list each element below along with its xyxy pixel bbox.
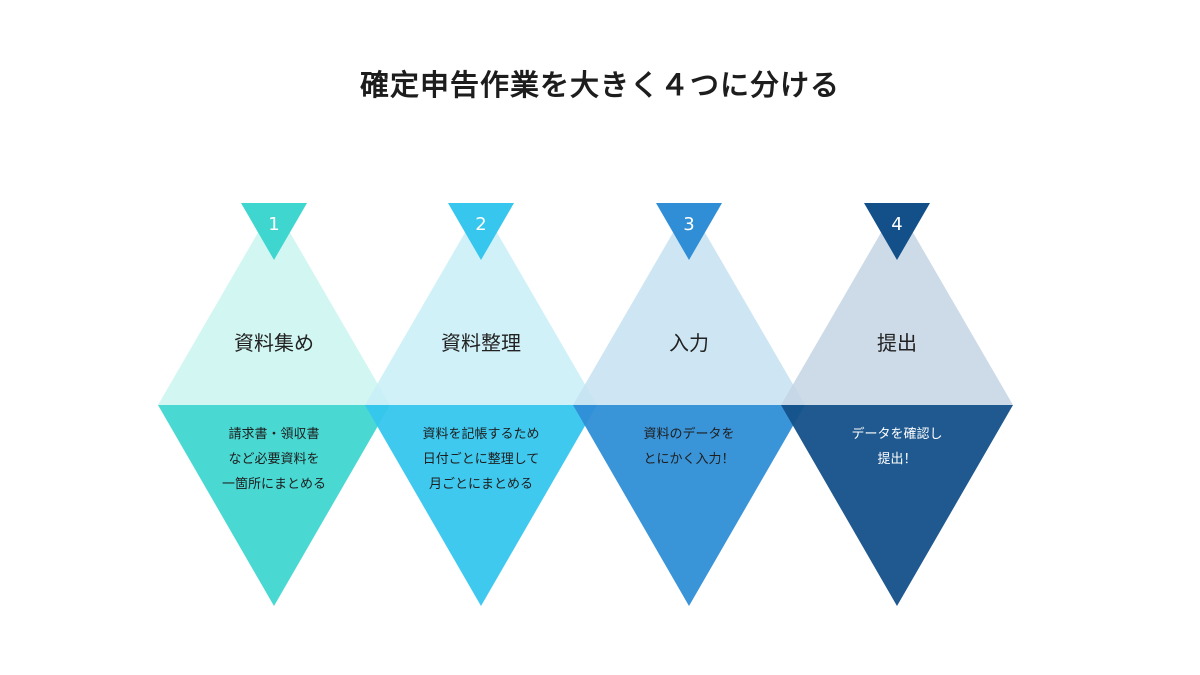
page-title: 確定申告作業を大きく４つに分ける [359, 68, 840, 102]
step-1-description-line: 一箇所にまとめる [222, 476, 326, 492]
step-4-description-line: 提出！ [877, 451, 916, 467]
step-2-upper-triangle [365, 205, 597, 405]
step-2-lower-triangle [365, 405, 597, 606]
step-4-upper-triangle [781, 205, 1013, 405]
step-3-description-line: とにかく入力！ [643, 452, 734, 467]
step-1-lower-triangle [158, 405, 390, 606]
step-4-title: 提出 [877, 331, 917, 355]
step-1-description-line: など必要資料を [228, 452, 319, 467]
step-2-title: 資料整理 [441, 331, 521, 355]
step-3-number: 3 [683, 214, 694, 235]
step-1-upper-triangle [158, 205, 390, 405]
step-1-title: 資料集め [234, 331, 314, 355]
step-1-number-marker [241, 203, 307, 260]
step-4-lower-triangle [781, 405, 1013, 606]
step-2-description-line: 日付ごとに整理して [423, 451, 540, 467]
step-4-number: 4 [891, 214, 902, 235]
step-3-description-line: 資料のデータを [643, 426, 734, 442]
step-2-description-line: 月ごとにまとめる [429, 476, 533, 492]
step-3-number-marker [656, 203, 722, 260]
step-2-number: 2 [475, 214, 486, 235]
step-3-title: 入力 [669, 331, 709, 355]
step-4-number-marker [864, 203, 930, 260]
step-3-lower-triangle [573, 405, 805, 606]
step-1-description-line: 請求書・領収書 [228, 426, 319, 442]
step-3-upper-triangle [573, 205, 805, 405]
step-1-number: 1 [268, 214, 279, 235]
step-4-description-line: データを確認し [851, 426, 942, 442]
step-2-description-line: 資料を記帳するため [422, 426, 539, 442]
step-2-number-marker [448, 203, 514, 260]
